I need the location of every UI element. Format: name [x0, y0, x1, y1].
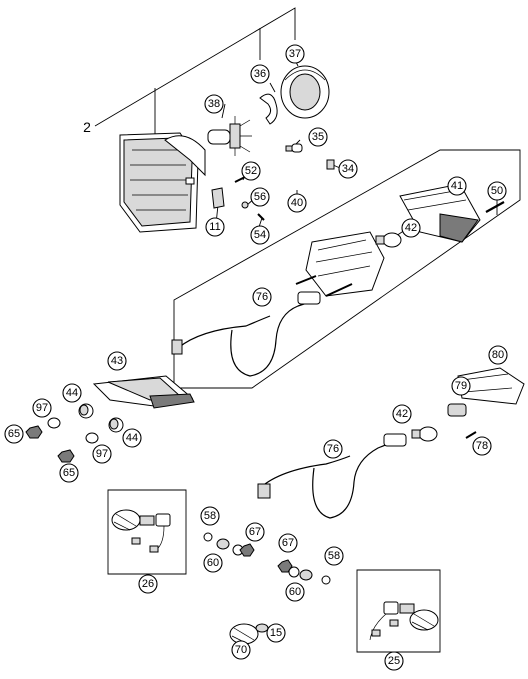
plate-bulb-part: [411, 426, 438, 442]
callout-76-lower: 76: [323, 439, 343, 459]
tail-wiring-part: [171, 275, 353, 377]
callout-60-right: 60: [285, 582, 305, 602]
svg-text:80: 80: [492, 349, 504, 361]
svg-text:67: 67: [282, 537, 294, 549]
svg-text:42: 42: [405, 222, 417, 234]
svg-text:58: 58: [328, 550, 340, 562]
svg-text:97: 97: [36, 402, 48, 414]
callout-70: 70: [231, 640, 251, 660]
svg-text:79: 79: [455, 380, 467, 392]
callout-44-lower: 44: [122, 428, 142, 448]
callout-44-upper: 44: [62, 383, 82, 403]
svg-text:54: 54: [254, 229, 266, 241]
callout-79: 79: [451, 376, 471, 396]
callout-38: 38: [204, 94, 224, 114]
svg-text:67: 67: [249, 526, 261, 538]
callout-2: 2: [83, 119, 91, 135]
left-indicator-part: [111, 509, 171, 553]
svg-text:40: 40: [291, 197, 303, 209]
headlight-fasteners-part: [211, 175, 265, 221]
plate-bulb-holder-part: [447, 403, 467, 417]
svg-text:70: 70: [235, 644, 247, 656]
callout-36: 36: [250, 64, 270, 84]
svg-text:34: 34: [342, 163, 354, 175]
plate-screw-part: [465, 431, 477, 439]
headlight-part: [119, 132, 206, 233]
tail-screw-part: [485, 201, 505, 213]
svg-text:52: 52: [245, 165, 257, 177]
svg-text:36: 36: [254, 68, 266, 80]
svg-text:35: 35: [312, 131, 324, 143]
tail-housing-part: [305, 231, 385, 297]
callout-56: 56: [250, 187, 270, 207]
svg-text:44: 44: [126, 432, 138, 444]
spring-clip-part: [259, 93, 278, 125]
svg-text:37: 37: [289, 48, 301, 60]
callout-65-upper: 65: [4, 424, 24, 444]
right-indicator-part: [369, 601, 439, 641]
headlight-ring-part: [280, 65, 330, 119]
indicator-lens-part: [229, 623, 269, 645]
svg-text:50: 50: [491, 185, 503, 197]
callout-40: 40: [287, 193, 307, 213]
svg-text:97: 97: [96, 448, 108, 460]
parking-bulb-part: [285, 143, 303, 153]
svg-text:42: 42: [396, 408, 408, 420]
tail-bulb-part: [375, 232, 402, 248]
callout-25: 25: [384, 651, 404, 671]
callout-65-lower: 65: [59, 463, 79, 483]
svg-text:15: 15: [270, 627, 282, 639]
callout-42-lower: 42: [392, 404, 412, 424]
svg-text:38: 38: [208, 98, 220, 110]
callout-52: 52: [241, 161, 261, 181]
callout-76-upper: 76: [252, 287, 272, 307]
headlight-bulb-part: [207, 116, 252, 156]
plate-wiring-part: [257, 433, 407, 519]
callout-67-left: 67: [245, 522, 265, 542]
callout-80: 80: [488, 345, 508, 365]
callout-67-right: 67: [278, 533, 298, 553]
svg-text:26: 26: [142, 578, 154, 590]
callout-50: 50: [487, 181, 507, 201]
callout-11: 11: [205, 217, 225, 237]
bulb-socket-part: [326, 159, 335, 170]
callout-97-lower: 97: [92, 444, 112, 464]
callout-54: 54: [250, 225, 270, 245]
plate-light-cover-part: [457, 367, 525, 405]
svg-text:76: 76: [327, 443, 339, 455]
svg-text:41: 41: [451, 180, 463, 192]
svg-text:76: 76: [256, 291, 268, 303]
svg-text:44: 44: [66, 387, 78, 399]
callout-37: 37: [285, 44, 305, 64]
callout-60-left: 60: [203, 553, 223, 573]
callout-78: 78: [472, 436, 492, 456]
svg-text:78: 78: [476, 440, 488, 452]
svg-text:65: 65: [63, 467, 75, 479]
callout-35: 35: [308, 127, 328, 147]
callout-58-right: 58: [324, 546, 344, 566]
svg-text:11: 11: [209, 221, 220, 233]
svg-text:65: 65: [8, 428, 20, 440]
callout-41: 41: [447, 176, 467, 196]
plate-holder-part: [92, 375, 195, 409]
svg-text:58: 58: [204, 510, 216, 522]
svg-text:25: 25: [388, 655, 400, 667]
callout-26: 26: [138, 574, 158, 594]
callouts: 2 37 36 38 35 34 52 56 11 54 41 50 40 42…: [4, 44, 508, 671]
callout-34: 34: [338, 159, 358, 179]
callout-42-upper: 42: [401, 218, 421, 238]
svg-text:43: 43: [111, 355, 123, 367]
svg-text:60: 60: [289, 586, 301, 598]
left-fasteners-part: [25, 403, 124, 463]
callout-58-left: 58: [200, 506, 220, 526]
callout-43: 43: [107, 351, 127, 371]
svg-text:60: 60: [207, 557, 219, 569]
svg-text:56: 56: [254, 191, 266, 203]
callout-97-upper: 97: [32, 398, 52, 418]
indicator-fasteners-part: [203, 532, 331, 585]
callout-15: 15: [266, 623, 286, 643]
